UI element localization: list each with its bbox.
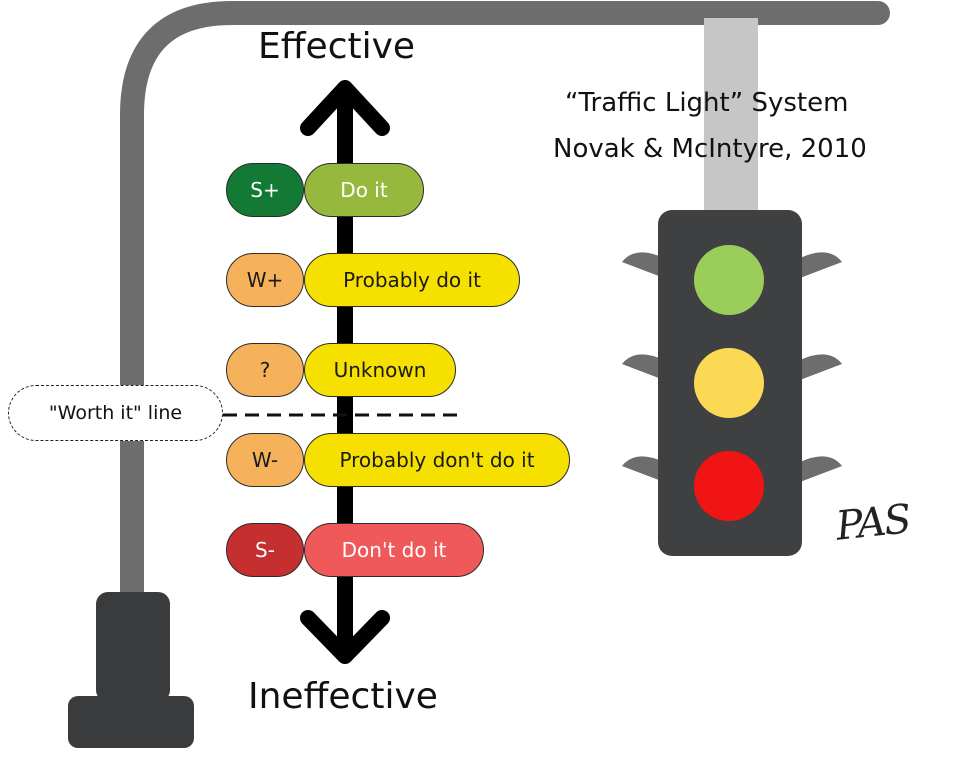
grade-badge-weak-positive: W+	[226, 253, 304, 307]
grade-badge-unknown: ?	[226, 343, 304, 397]
advice-probably-do-it: Probably do it	[304, 253, 520, 307]
red-lamp	[694, 451, 764, 521]
advice-dont-do-it: Don't do it	[304, 523, 484, 577]
advice-unknown: Unknown	[304, 343, 456, 397]
pole-base-upper	[96, 592, 170, 702]
visors	[622, 252, 842, 482]
grade-badge-strong-positive: S+	[226, 163, 304, 217]
grade-badge-strong-negative: S-	[226, 523, 304, 577]
advice-probably-dont-do-it: Probably don't do it	[304, 433, 570, 487]
pole-base-lower	[68, 696, 194, 748]
effective-label: Effective	[258, 26, 416, 67]
pole-arm	[120, 1, 890, 612]
light-hanger	[704, 18, 758, 214]
grade-badge-weak-negative: W-	[226, 433, 304, 487]
up-arrowhead	[300, 80, 390, 136]
yellow-lamp	[694, 348, 764, 418]
ineffective-label: Ineffective	[248, 676, 438, 717]
diagram-citation: Novak & McIntyre, 2010	[553, 134, 867, 164]
diagram-title: “Traffic Light” System	[565, 88, 849, 118]
down-arrowhead	[300, 610, 390, 664]
advice-do-it: Do it	[304, 163, 424, 217]
author-signature: PAS	[833, 496, 912, 550]
worth-it-line-label: "Worth it" line	[8, 385, 223, 441]
green-lamp	[694, 245, 764, 315]
